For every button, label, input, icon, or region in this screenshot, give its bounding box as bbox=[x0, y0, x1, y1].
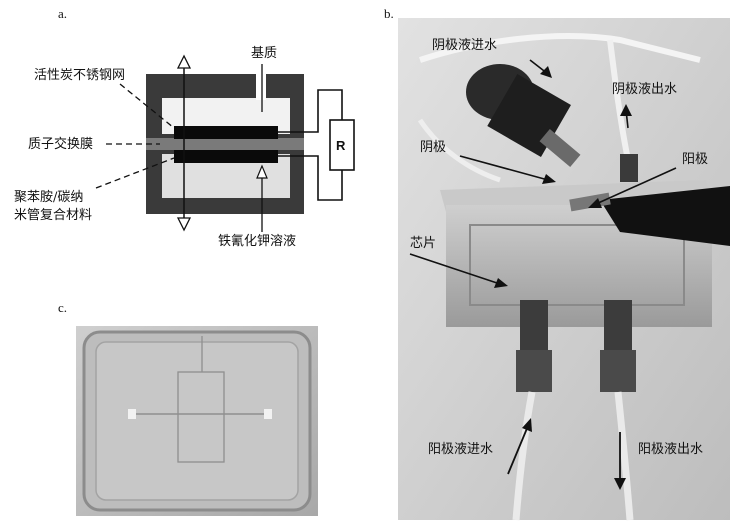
chip-port-right bbox=[264, 409, 272, 419]
chip-inner-surface bbox=[96, 342, 298, 500]
chip-port-left bbox=[128, 409, 136, 419]
